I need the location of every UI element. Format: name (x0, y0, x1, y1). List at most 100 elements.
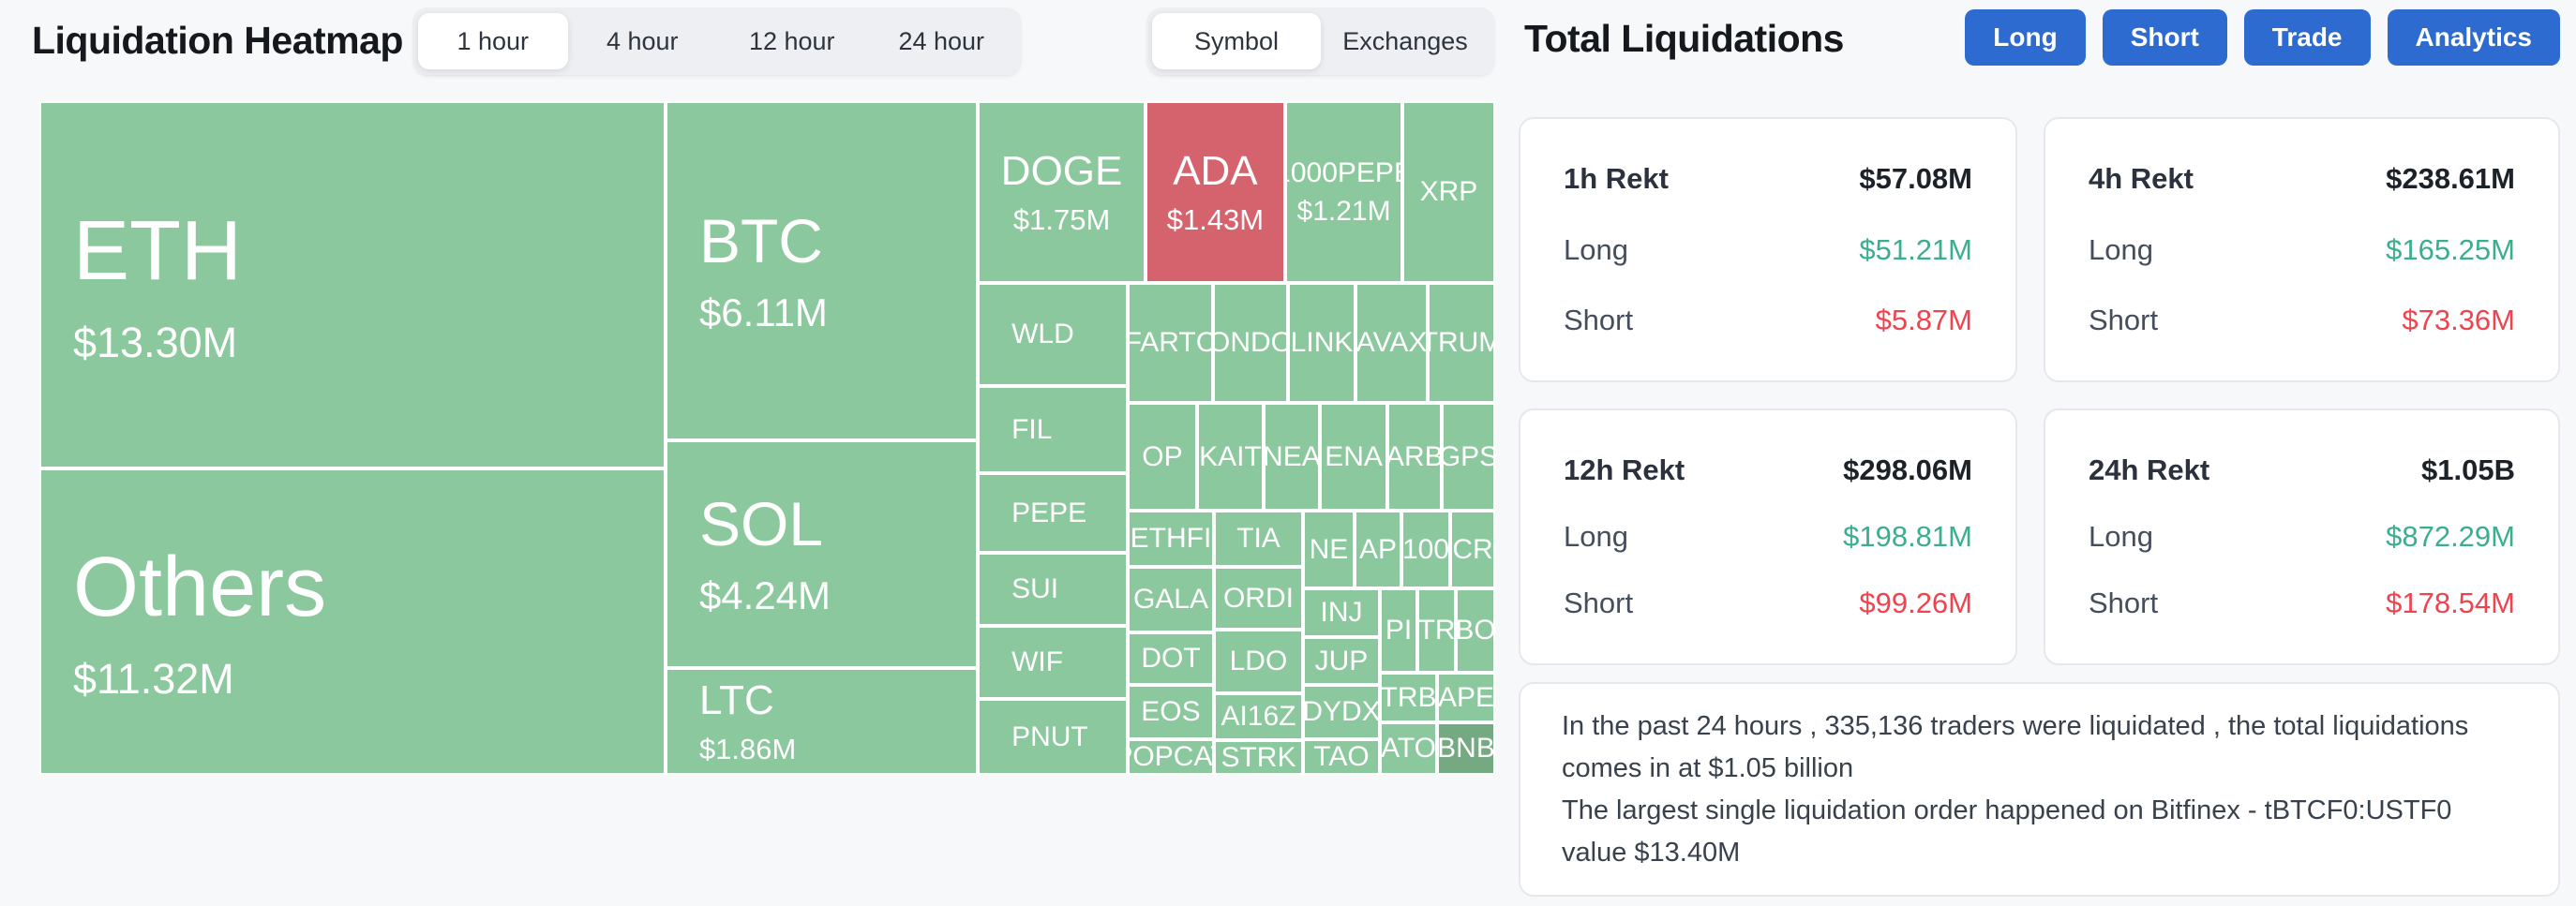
treemap-cell-xrp[interactable]: XRP (1401, 101, 1495, 283)
time-tab-24-hour[interactable]: 24 hour (898, 26, 985, 55)
treemap-cell-label: ADA (1173, 148, 1258, 195)
treemap-cell-ordi[interactable]: ORDI (1213, 566, 1303, 630)
treemap-cell-ondo[interactable]: ONDO (1213, 282, 1288, 403)
treemap-cell-ato[interactable]: ATO (1380, 721, 1438, 775)
treemap-cell-arb[interactable]: ARB (1386, 402, 1442, 511)
short-label: Short (1564, 587, 1634, 619)
treemap-cell-op[interactable]: OP (1128, 402, 1197, 511)
mode-tab-symbol[interactable]: Symbol (1152, 13, 1321, 69)
mode-tab-exchanges[interactable]: Exchanges (1342, 26, 1468, 55)
treemap-cell-bnb[interactable]: BNB (1437, 721, 1495, 775)
treemap-cell-tia[interactable]: TIA (1213, 511, 1303, 567)
treemap-cell-ap[interactable]: AP (1354, 511, 1401, 588)
stat-row-short: Short$99.26M (1564, 587, 1972, 620)
treemap-cell-ne[interactable]: NE (1303, 511, 1355, 588)
rekt-total-value: $1.05B (2421, 453, 2515, 486)
treemap-cell-dot[interactable]: DOT (1128, 632, 1214, 685)
rekt-card-title: 1h Rekt (1564, 162, 1669, 195)
stat-row-short: Short$73.36M (2089, 304, 2515, 337)
treemap-cell-wld[interactable]: WLD (978, 282, 1129, 386)
time-tab-12-hour[interactable]: 12 hour (748, 26, 835, 55)
treemap-cell-avax[interactable]: AVAX (1355, 282, 1429, 403)
long-button[interactable]: Long (1965, 9, 2086, 66)
treemap-cell-ada[interactable]: ADA$1.43M (1145, 101, 1285, 283)
treemap-cell-ethfi[interactable]: ETHFI (1128, 511, 1214, 567)
short-label: Short (2089, 304, 2159, 336)
treemap-cell-ltc[interactable]: LTC$1.86M (665, 668, 978, 775)
treemap-cell-eth[interactable]: ETH$13.30M (39, 101, 666, 468)
treemap-cell-kait[interactable]: KAIT (1196, 402, 1264, 511)
analytics-button[interactable]: Analytics (2387, 9, 2560, 66)
treemap-cell-label: BO (1456, 615, 1495, 646)
treemap-cell-trum[interactable]: TRUM (1427, 282, 1495, 403)
treemap-cell-ena[interactable]: ENA (1320, 402, 1388, 511)
treemap-cell-link[interactable]: LINK (1288, 282, 1356, 403)
treemap-cell-100[interactable]: 100 (1400, 511, 1450, 588)
treemap-cell-value: $1.75M (1012, 202, 1111, 236)
treemap-cell-1000pepe[interactable]: 1000PEPE$1.21M (1285, 101, 1403, 283)
long-value: $872.29M (2386, 520, 2515, 553)
time-tab-4-hour[interactable]: 4 hour (606, 26, 679, 55)
treemap-cell-jup[interactable]: JUP (1303, 636, 1380, 685)
treemap-cell-label: NEA (1263, 440, 1320, 472)
treemap-cell-inj[interactable]: INJ (1303, 587, 1380, 637)
treemap-cell-value: $4.24M (698, 573, 831, 618)
treemap-cell-label: POPCAT (1130, 741, 1212, 773)
treemap-cell-others[interactable]: Others$11.32M (39, 468, 666, 775)
treemap-cell-label: NE (1309, 533, 1349, 565)
treemap-cell-bo[interactable]: BO (1456, 587, 1495, 673)
treemap-cell-label: TRUM (1430, 327, 1493, 359)
treemap-cell-label: WLD (1011, 319, 1074, 350)
treemap-cell-wif[interactable]: WIF (978, 626, 1129, 700)
rekt-card-title: 12h Rekt (1564, 453, 1685, 486)
short-button[interactable]: Short (2102, 9, 2227, 66)
treemap-cell-pi[interactable]: PI (1380, 587, 1418, 673)
long-label: Long (2089, 232, 2153, 266)
treemap-cell-value: $6.11M (698, 290, 828, 334)
treemap-cell-label: APE (1438, 681, 1495, 713)
treemap-cell-label: KAIT (1199, 440, 1262, 472)
treemap-cell-label: GPS (1444, 440, 1495, 472)
treemap-cell-label: WIF (1011, 646, 1064, 678)
stat-row-long: Long$51.21M (1564, 233, 1972, 267)
trade-button[interactable]: Trade (2243, 9, 2371, 66)
treemap-cell-sui[interactable]: SUI (978, 553, 1129, 627)
time-tab-1-hour[interactable]: 1 hour (418, 13, 568, 69)
treemap-cell-label: STRK (1221, 741, 1296, 773)
treemap-cell-cr[interactable]: CR (1450, 511, 1495, 588)
summary-line-2: The largest single liquidation order hap… (1562, 795, 2452, 868)
treemap-cell-label: PNUT (1011, 720, 1088, 752)
treemap-cell-trb[interactable]: TRB (1380, 672, 1438, 722)
treemap-cell-tao[interactable]: TAO (1303, 738, 1380, 775)
rekt-total-value: $57.08M (1859, 162, 1972, 195)
treemap-cell-dydx[interactable]: DYDX (1303, 685, 1380, 740)
treemap-cell-label: ARB (1386, 440, 1442, 472)
treemap-cell-pnut[interactable]: PNUT (978, 698, 1129, 775)
stat-row-head: 1h Rekt $57.08M (1564, 162, 1972, 196)
treemap-cell-ldo[interactable]: LDO (1213, 629, 1303, 693)
treemap-cell-ape[interactable]: APE (1437, 672, 1495, 722)
treemap-cell-gps[interactable]: GPS (1442, 402, 1495, 511)
treemap-cell-sol[interactable]: SOL $4.24M (665, 440, 978, 669)
treemap-cell-doge[interactable]: DOGE$1.75M (978, 101, 1146, 283)
symbol-exchanges-tabs: Symbol Exchanges (1146, 7, 1495, 75)
treemap-cell-fartc[interactable]: FARTC (1128, 282, 1214, 403)
treemap-cell-popcat[interactable]: POPCAT (1128, 738, 1214, 775)
treemap-cell-tr[interactable]: TR (1417, 587, 1457, 673)
short-label: Short (1564, 304, 1634, 336)
treemap-cell-label: DYDX (1303, 696, 1380, 728)
treemap-cell-fil[interactable]: FIL (978, 385, 1129, 473)
treemap-cell-btc[interactable]: BTC$6.11M (665, 101, 978, 441)
treemap-cell-eos[interactable]: EOS (1128, 685, 1214, 740)
treemap-cell-ai16z[interactable]: AI16Z (1213, 693, 1303, 740)
treemap-cell-gala[interactable]: GALA (1128, 566, 1214, 632)
treemap-cell-label: SOL (698, 489, 824, 559)
treemap-cell-nea[interactable]: NEA (1263, 402, 1320, 511)
page-title: Liquidation Heatmap (32, 19, 403, 62)
treemap-cell-strk[interactable]: STRK (1213, 739, 1303, 775)
treemap-cell-pepe[interactable]: PEPE (978, 473, 1129, 554)
treemap-cell-label: ETHFI (1130, 523, 1212, 555)
